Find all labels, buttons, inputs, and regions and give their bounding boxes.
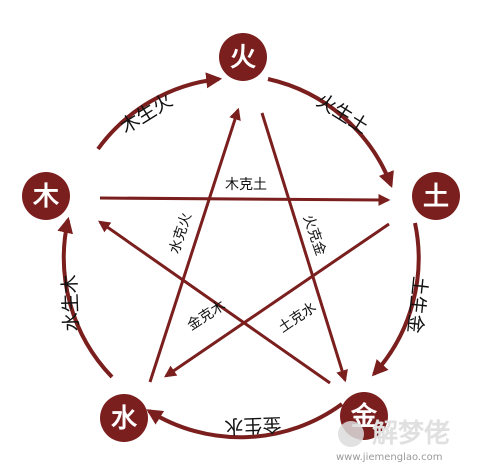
label-wood-generates-fire: 木生火 [117, 89, 177, 138]
node-metal: 金 [340, 392, 388, 440]
node-earth-label: 土 [423, 182, 449, 212]
watermark-logo-icon [338, 421, 364, 447]
label-water-controls-fire: 水克火 [167, 211, 195, 256]
arc-metal-to-water [146, 402, 344, 440]
label-earth-generates-metal: 土生金 [403, 275, 431, 334]
label-fire-generates-earth: 火生土 [312, 89, 372, 138]
chord-metal-controls-wood [98, 220, 331, 385]
arc-wood-to-fire [96, 72, 223, 151]
label-water-generates-wood: 水生木 [59, 274, 83, 332]
node-wood-label: 木 [32, 182, 59, 212]
chord-wood-controls-earth [99, 193, 391, 206]
watermark-url: www.jiemenglao.com [336, 452, 442, 463]
node-fire: 火 [219, 33, 267, 81]
arc-fire-to-earth [267, 77, 394, 188]
watermark-text: 解梦佬 [372, 419, 450, 449]
label-metal-controls-wood: 金克木 [185, 298, 229, 334]
node-wood: 木 [22, 172, 70, 220]
label-wood-controls-earth: 木克土 [225, 177, 267, 193]
node-water-label: 水 [111, 404, 138, 434]
chord-earth-controls-water [164, 222, 390, 378]
watermark: 解梦佬 www.jiemenglao.com [336, 419, 450, 463]
node-fire-label: 火 [230, 43, 256, 73]
chord-water-controls-fire [148, 107, 241, 383]
label-metal-generates-water: 金生水 [224, 413, 282, 437]
arc-water-to-wood [57, 216, 114, 379]
label-earth-controls-water: 土克水 [276, 299, 320, 336]
node-earth: 土 [412, 172, 460, 220]
node-water: 水 [100, 394, 148, 442]
chord-fire-controls-metal [260, 112, 348, 383]
arc-earth-to-metal [371, 222, 421, 377]
